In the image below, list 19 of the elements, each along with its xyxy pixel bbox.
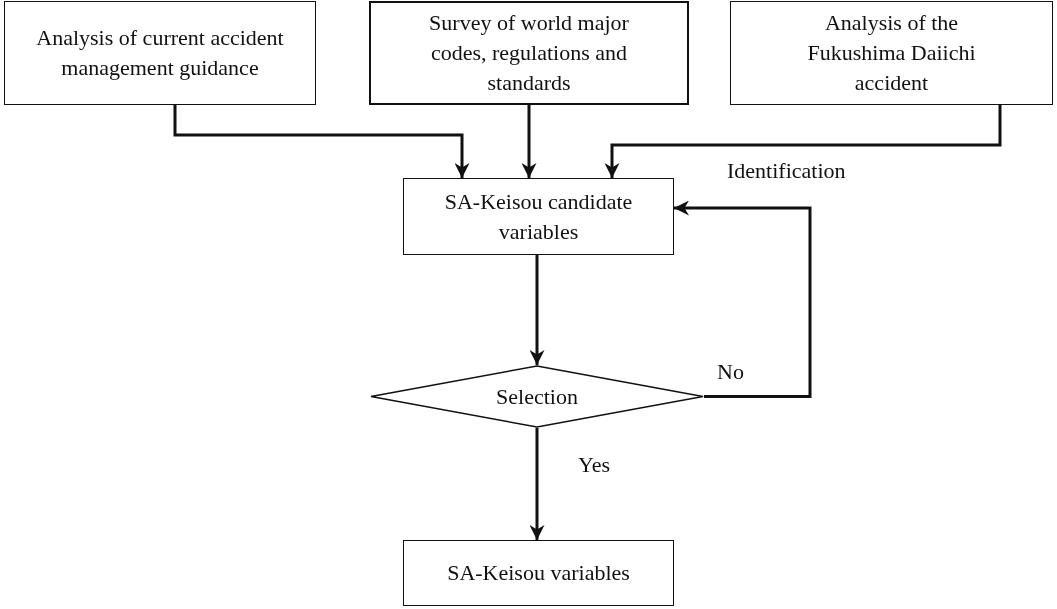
node-text: Analysis of the Fukushima Daiichi accident xyxy=(806,9,977,97)
process-box xyxy=(4,1,316,105)
arrow xyxy=(674,200,812,398)
node-text: SA-Keisou candidate variables xyxy=(443,187,634,246)
decision-diamond xyxy=(370,365,704,428)
step-label: Identification xyxy=(727,158,846,184)
process-box xyxy=(730,1,1053,105)
process-box xyxy=(369,1,689,105)
process-box xyxy=(403,178,674,255)
node-text: Analysis of current accident management guidance xyxy=(35,24,285,82)
process-box xyxy=(403,540,674,606)
arrow xyxy=(529,428,545,540)
node-text: Survey of world major codes, regulations and standards xyxy=(428,9,630,97)
node-text: Selection xyxy=(496,382,578,411)
node-text: SA-Keisou variables xyxy=(447,559,630,587)
arrow xyxy=(173,105,470,178)
arrow xyxy=(604,105,1002,178)
arrow xyxy=(529,255,545,365)
arrow xyxy=(521,105,537,178)
